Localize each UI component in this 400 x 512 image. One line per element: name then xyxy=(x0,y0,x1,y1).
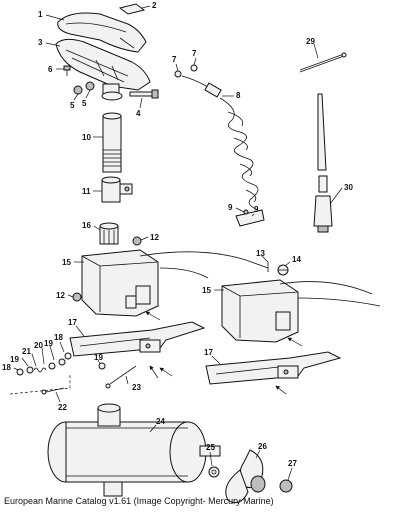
callout-9a: 9 xyxy=(228,203,233,212)
shaft-tube-part xyxy=(101,91,123,173)
nut-part-2 xyxy=(85,81,95,91)
callout-5b: 5 xyxy=(82,99,87,108)
probe-30-part xyxy=(313,93,333,233)
callout-18b: 18 xyxy=(54,333,63,342)
screw-part xyxy=(63,65,71,76)
callout-10: 10 xyxy=(82,133,91,142)
callout-7b: 7 xyxy=(192,49,197,58)
callout-leaders xyxy=(13,5,343,481)
callout-18a: 18 xyxy=(2,363,11,372)
callout-8: 8 xyxy=(236,91,241,100)
clamp-bracket-right-part xyxy=(205,351,342,385)
callout-3: 3 xyxy=(38,38,43,47)
callout-5a: 5 xyxy=(70,101,75,110)
rod-23-part xyxy=(105,365,137,389)
nut-12-part xyxy=(132,236,142,246)
coiled-cable-part xyxy=(181,75,259,211)
callout-15b: 15 xyxy=(202,286,211,295)
callout-6: 6 xyxy=(48,65,53,74)
bracket-housing-right-part xyxy=(221,279,381,343)
callout-30: 30 xyxy=(344,183,353,192)
callout-2: 2 xyxy=(152,1,157,10)
callout-19b: 19 xyxy=(44,339,53,348)
nut-part xyxy=(73,85,83,95)
callout-7a: 7 xyxy=(172,55,177,64)
assembly-bracket-line xyxy=(9,374,71,395)
clamp-bracket-left-part xyxy=(69,321,206,357)
nut-12-part-2 xyxy=(72,292,82,302)
clip-14-part xyxy=(277,264,289,276)
rod-29-part xyxy=(299,52,347,73)
callout-17a: 17 xyxy=(68,318,77,327)
callout-26: 26 xyxy=(258,442,267,451)
prop-nut-part xyxy=(279,479,293,493)
image-caption: European Marine Catalog v1.61 (Image Cop… xyxy=(4,496,274,506)
callout-15a: 15 xyxy=(62,258,71,267)
direction-arrows xyxy=(145,311,303,395)
callout-9b: 9 xyxy=(254,205,259,214)
callout-11: 11 xyxy=(82,187,91,196)
callout-13: 13 xyxy=(256,249,265,258)
callout-12a: 12 xyxy=(150,233,159,242)
callout-23: 23 xyxy=(132,383,141,392)
callout-19a: 19 xyxy=(10,355,19,364)
callout-20: 20 xyxy=(34,341,43,350)
washer-25-part xyxy=(208,466,220,478)
cap-part xyxy=(118,3,146,15)
callout-24: 24 xyxy=(156,417,165,426)
callout-17b: 17 xyxy=(204,348,213,357)
lower-cover-part xyxy=(55,38,151,95)
callout-4: 4 xyxy=(136,109,141,118)
propeller-part xyxy=(225,449,266,504)
callout-1: 1 xyxy=(38,10,43,19)
callout-21: 21 xyxy=(22,347,31,356)
bracket-housing-left-part xyxy=(81,249,269,317)
coupler-part xyxy=(101,176,133,203)
pin-19-part xyxy=(98,362,106,370)
pin-22-part xyxy=(41,387,65,395)
callout-19c: 19 xyxy=(94,353,103,362)
spring-assembly-part xyxy=(16,352,72,376)
callout-16: 16 xyxy=(82,221,91,230)
bolt-part xyxy=(129,89,159,99)
cable-clip-part xyxy=(235,209,265,227)
callout-12b: 12 xyxy=(56,291,65,300)
callout-14: 14 xyxy=(292,255,301,264)
clip-part-2 xyxy=(190,64,198,72)
callout-labels: 1 2 3 4 5 5 6 7 7 8 9 9 10 11 12 12 13 1… xyxy=(2,1,353,468)
top-cover-part xyxy=(57,12,147,53)
callout-27: 27 xyxy=(288,459,297,468)
callout-29: 29 xyxy=(306,37,315,46)
callout-25: 25 xyxy=(206,443,215,452)
sleeve-part xyxy=(99,222,119,245)
clip-part xyxy=(174,70,182,78)
callout-22: 22 xyxy=(58,403,67,412)
motor-part xyxy=(47,403,221,497)
